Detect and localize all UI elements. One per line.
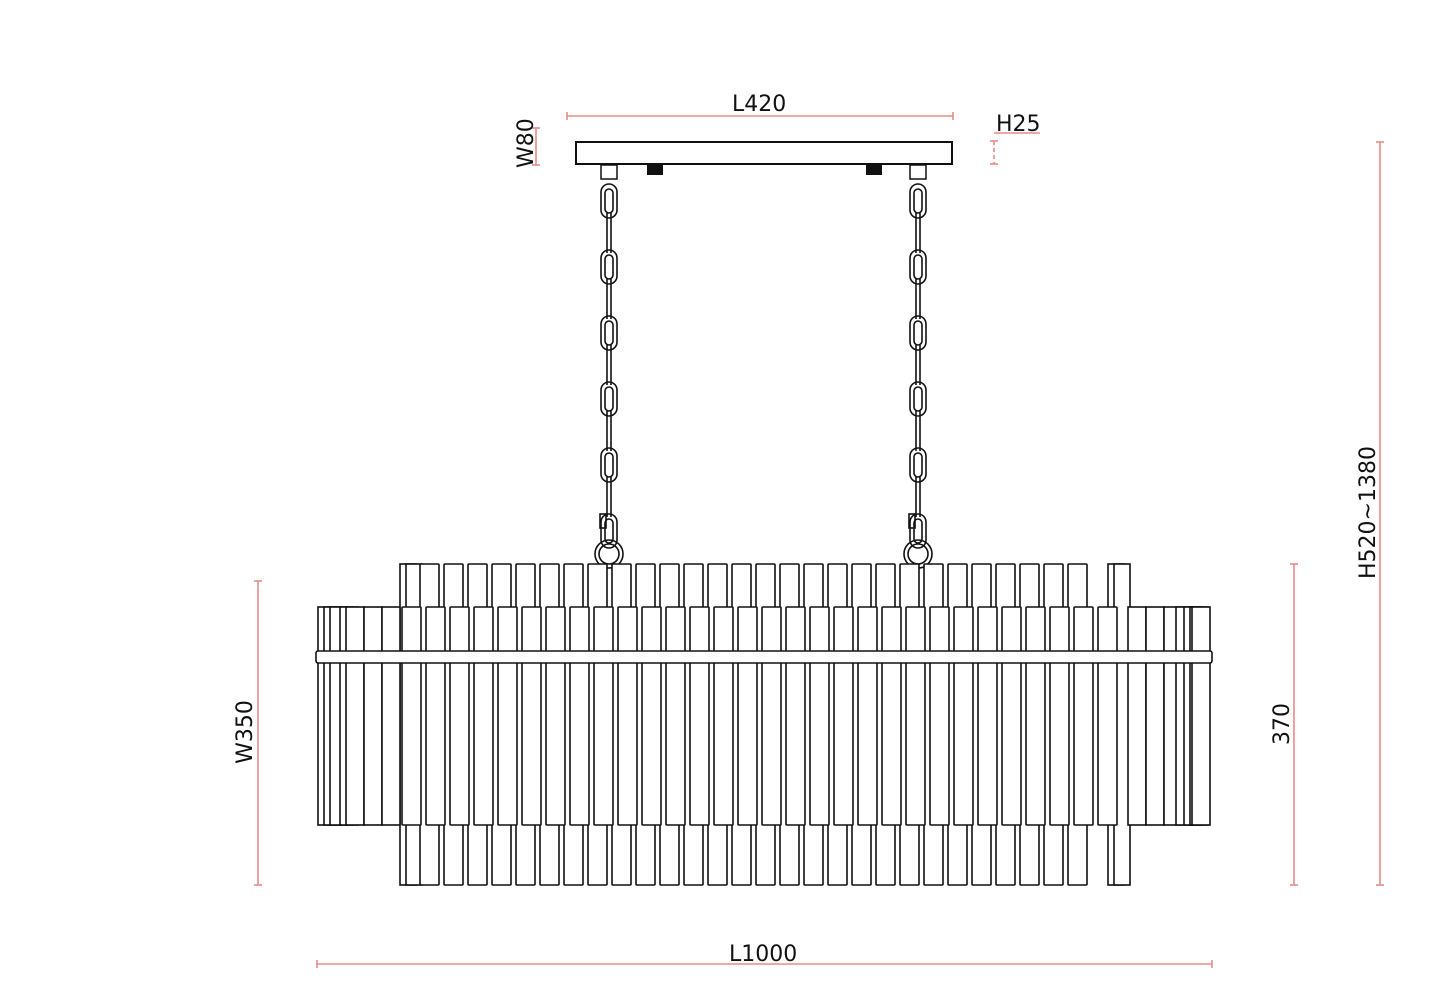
dimension-lines [254,112,1384,968]
chains [594,183,933,569]
label-canopy-length: L420 [732,92,787,117]
label-overall-height: H520~1380 [1356,446,1381,579]
label-overall-width: W350 [233,700,258,764]
crystal-bars [315,563,1213,886]
label-canopy-height: H25 [996,112,1041,137]
canopy [575,141,953,180]
label-body-height: 370 [1270,703,1295,745]
label-canopy-width: W80 [514,118,539,168]
label-overall-length: L1000 [729,942,798,967]
